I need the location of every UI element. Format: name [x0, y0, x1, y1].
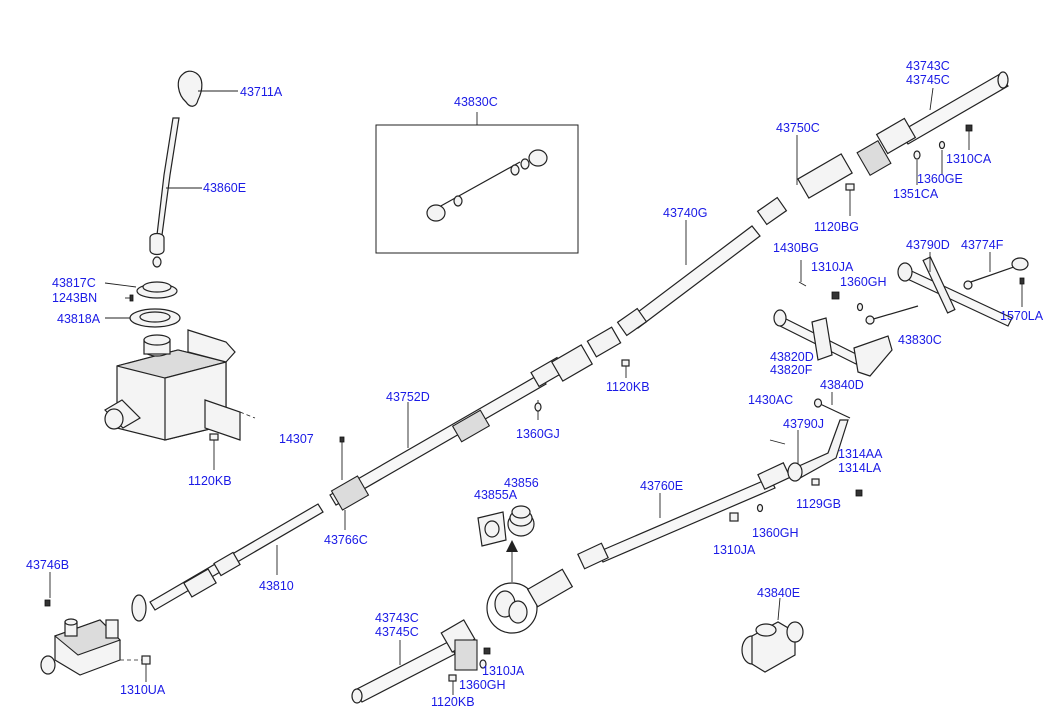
label-43750C: 43750C — [776, 121, 820, 135]
pin-1430BG — [798, 260, 807, 287]
label-43818A: 43818A — [57, 312, 101, 326]
label-43746B: 43746B — [26, 558, 69, 572]
label-43840D: 43840D — [820, 378, 864, 392]
label-43745C-top: 43745C — [906, 73, 950, 87]
arrow-up — [506, 540, 518, 582]
bolt-1120KB-mid — [621, 359, 630, 378]
label-43743C-top: 43743C — [906, 59, 950, 73]
label-14307: 14307 — [279, 432, 314, 446]
joint-43774F — [963, 257, 1029, 290]
label-1310JA-c: 1310JA — [482, 664, 525, 678]
label-1310JA-b: 1310JA — [713, 543, 756, 557]
nut-1310CA — [965, 124, 973, 150]
label-1314AA: 1314AA — [838, 447, 883, 461]
nut-1310JA-low — [483, 647, 491, 655]
nut-1310JA-mid — [729, 512, 739, 522]
label-43745C-bot: 43745C — [375, 625, 419, 639]
shift-rod-upper — [797, 71, 1009, 199]
label-1120KB-a: 1120KB — [188, 474, 232, 488]
bracket-43790J — [787, 419, 849, 482]
label-43766C: 43766C — [324, 533, 368, 547]
shift-lever-housing — [104, 329, 241, 441]
bushing-43840E — [741, 621, 804, 673]
shift-rod-lower — [351, 619, 478, 704]
label-1360GJ: 1360GJ — [516, 427, 560, 441]
shift-rod-43740G — [550, 196, 788, 382]
label-43743C-bot: 43743C — [375, 611, 419, 625]
label-1129GB: 1129GB — [796, 497, 841, 511]
clip-1360GJ — [534, 400, 542, 420]
nut-1314AA — [855, 489, 863, 497]
label-1430AC: 1430AC — [748, 393, 793, 407]
washer-1351CA — [913, 150, 921, 185]
selector-rod-43790D — [897, 256, 1013, 327]
label-43840E: 43840E — [757, 586, 800, 600]
bell-crank-43746B — [40, 618, 122, 676]
label-1314LA: 1314LA — [838, 461, 882, 475]
label-43740G: 43740G — [663, 206, 707, 220]
nut-1310UA — [141, 655, 151, 682]
label-43774F: 43774F — [961, 238, 1004, 252]
label-43830C-right: 43830C — [898, 333, 942, 347]
bolt-1120BG — [845, 183, 855, 216]
washer-1360GH-low — [479, 659, 487, 669]
shift-rod-43760E — [577, 462, 791, 570]
lever-43820D — [773, 309, 893, 377]
label-1351CA: 1351CA — [893, 187, 939, 201]
label-43820F: 43820F — [770, 363, 813, 377]
shift-knob — [177, 70, 203, 107]
shift-lever-rod — [149, 117, 180, 268]
label-43790D: 43790D — [906, 238, 950, 252]
washer-1360GH-mid — [756, 503, 764, 513]
washer-1360GE — [938, 140, 946, 175]
label-1360GH-b: 1360GH — [752, 526, 799, 540]
label-43856: 43856 — [504, 476, 539, 490]
bolt-1129GB — [811, 478, 820, 486]
housing-bolt — [209, 433, 219, 470]
link-43840D — [813, 398, 851, 419]
small-bolt — [125, 294, 134, 302]
label-1120KB-c: 1120KB — [431, 695, 475, 709]
label-1310UA: 1310UA — [120, 683, 166, 697]
label-1310CA: 1310CA — [946, 152, 992, 166]
boot-detail-circle — [486, 568, 574, 634]
label-43820D: 43820D — [770, 350, 814, 364]
washer-1360GH-top — [856, 302, 864, 312]
pin-1430AC — [769, 439, 786, 445]
label-1430BG: 1430BG — [773, 241, 819, 255]
shift-rod-43810 — [131, 503, 324, 622]
label-43810: 43810 — [259, 579, 294, 593]
label-1360GH-a: 1360GH — [840, 275, 887, 289]
flange-43855A — [477, 511, 507, 547]
nut-1310JA-top — [831, 291, 840, 300]
label-1120BG: 1120BG — [814, 220, 859, 234]
lever-seat-plate — [129, 308, 181, 328]
label-1360GE: 1360GE — [917, 172, 963, 186]
label-1570LA: 1570LA — [1000, 309, 1044, 323]
pin-1570LA — [1019, 277, 1025, 307]
label-43760E: 43760E — [640, 479, 683, 493]
label-43860E: 43860E — [203, 181, 246, 195]
label-1310JA-a: 1310JA — [811, 260, 854, 274]
label-1120KB-b: 1120KB — [606, 380, 650, 394]
label-1360GH-c: 1360GH — [459, 678, 506, 692]
label-43855A: 43855A — [474, 488, 518, 502]
label-43790J: 43790J — [783, 417, 824, 431]
bolt-43746B — [44, 599, 51, 607]
link-43830C-right — [865, 305, 919, 325]
label-43830C-top: 43830C — [454, 95, 498, 109]
label-1243BN: 1243BN — [52, 291, 97, 305]
label-43817C: 43817C — [52, 276, 96, 290]
lever-boot-ring — [136, 281, 178, 299]
detail-box-43830C — [375, 112, 579, 254]
label-43752D: 43752D — [386, 390, 430, 404]
label-43711A: 43711A — [240, 85, 283, 99]
bolt-1120KB-low — [448, 674, 457, 695]
rubber-boot-43856 — [507, 505, 535, 537]
